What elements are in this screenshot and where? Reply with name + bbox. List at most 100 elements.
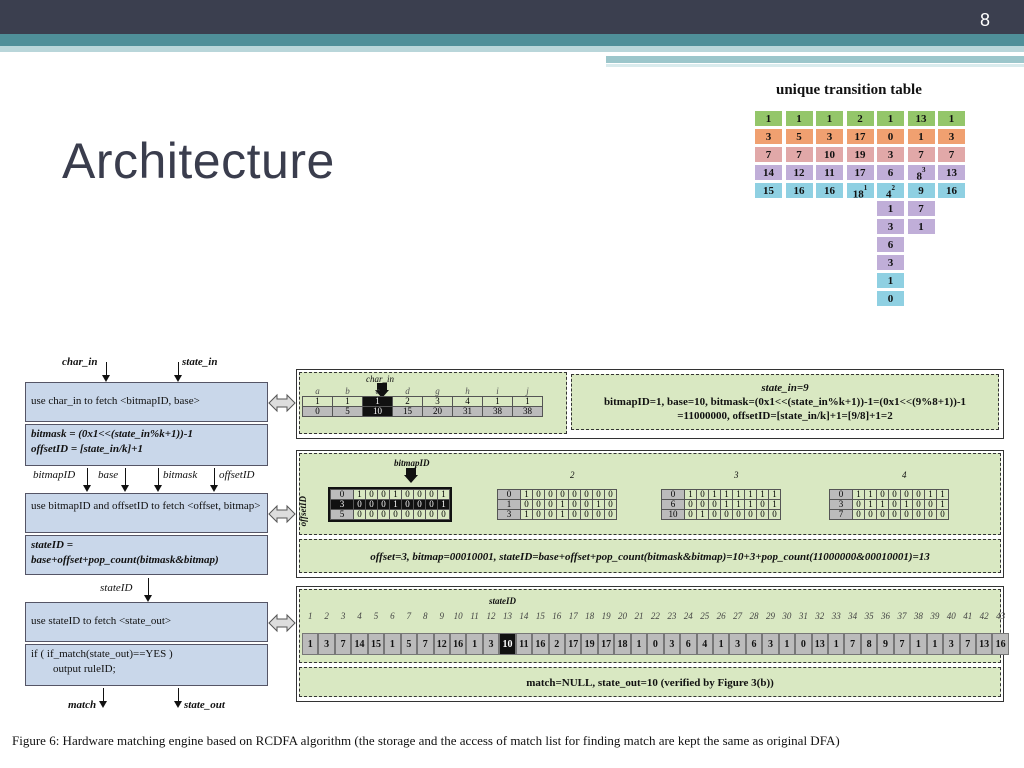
seq-cell: 7 — [959, 633, 976, 655]
top-bar: 8 — [0, 0, 1024, 34]
seq-cell: 7 — [417, 633, 434, 655]
seq-index: 10 — [453, 611, 463, 621]
bitmap-cell: 1 — [708, 489, 721, 500]
utt-cell: 1 — [906, 218, 936, 235]
offset-cell: 0 — [829, 489, 853, 500]
seq-index: 34 — [848, 611, 858, 621]
offset-cell: 0 — [330, 489, 354, 500]
panel3-eq-box: match=NULL, state_out=10 (verified by Fi… — [299, 667, 1001, 697]
seq-index: 28 — [749, 611, 759, 621]
panel2-eq: offset=3, bitmap=00010001, stateID=base+… — [370, 551, 930, 563]
arrow-match — [99, 688, 107, 708]
char-table-cell: b — [345, 386, 350, 396]
bitmap-cell: 0 — [413, 489, 426, 500]
char-table-cell: 20 — [422, 406, 453, 417]
utt-cell: 1 — [937, 110, 966, 127]
utt-cell: 10 — [815, 146, 844, 163]
bitmap-cell: 0 — [912, 499, 925, 510]
bitmap-cell: 0 — [684, 509, 697, 520]
bitmap-cell: 1 — [864, 499, 877, 510]
seq-index: 5 — [373, 611, 379, 621]
bitmap-cell: 0 — [425, 489, 438, 500]
bitmap-cell: 1 — [852, 489, 865, 500]
seq-index: 39 — [930, 611, 940, 621]
utt-cell: 7 — [784, 146, 814, 163]
bitmap-cell: 0 — [924, 509, 937, 520]
bitmap-cell: 0 — [532, 499, 545, 510]
offset-cell: 5 — [330, 509, 354, 520]
utt-cell: 9 — [906, 182, 936, 199]
utt-cell: 16 — [937, 182, 966, 199]
bitmap-cell: 0 — [912, 509, 925, 520]
char-table-cell: d — [405, 386, 410, 396]
bitmap-cell: 0 — [556, 489, 569, 500]
seq-cell: 17 — [565, 633, 582, 655]
bitmap-cell: 0 — [437, 509, 450, 520]
bitmap-cell: 0 — [377, 509, 390, 520]
utt-cell: 12 — [784, 164, 814, 181]
utt-cell: 0 — [876, 290, 905, 307]
seq-cell: 3 — [663, 633, 681, 655]
seq-cell: 1 — [630, 633, 648, 655]
bitmap-cell: 0 — [888, 499, 901, 510]
arrow-stateid — [144, 578, 152, 602]
double-arrow-3 — [268, 613, 296, 633]
char-table-cell: g — [435, 386, 440, 396]
seq-cell: 1 — [466, 633, 483, 655]
utt-cell: 1 — [784, 110, 814, 127]
seq-index: 21 — [634, 611, 644, 621]
bitmap-cell: 0 — [708, 509, 721, 520]
accent-band-light — [0, 46, 1024, 52]
offset-table-header: 4 — [902, 470, 907, 480]
bitmap-cell: 0 — [377, 499, 390, 510]
seq-index: 37 — [897, 611, 907, 621]
stateid-box: stateID = base+offset+pop_count(bitmask&… — [25, 535, 268, 575]
bitmap-cell: 0 — [520, 499, 533, 510]
utt-cell: 42 — [876, 182, 905, 201]
utt-title: unique transition table — [776, 82, 922, 98]
panel-bitmap-table: state_in=9 bitmapID=1, base=10, bitmask=… — [296, 369, 1004, 439]
offset-table-header: 2 — [570, 470, 575, 480]
char-table-cell: 38 — [512, 406, 543, 417]
arrow-mid-3 — [154, 468, 162, 492]
bitmap-cell: 0 — [592, 509, 605, 520]
bitmap-cell: 0 — [580, 509, 593, 520]
bitmap-cell: 0 — [544, 509, 557, 520]
seq-cell: 16 — [992, 633, 1009, 655]
char-table-cell: i — [496, 386, 499, 396]
seq-index: 4 — [357, 611, 362, 621]
fetch-offset-box: use bitmapID and offsetID to fetch <offs… — [25, 493, 268, 533]
utt-cell: 3 — [815, 128, 844, 145]
arrow-mid-1 — [83, 468, 91, 492]
panel1-pointer — [375, 383, 389, 398]
bitmap-cell: 0 — [568, 489, 581, 500]
match-check-box: if ( if_match(state_out)==YES ) output r… — [25, 644, 268, 686]
seq-cell: 4 — [696, 633, 713, 655]
seq-index: 41 — [963, 611, 973, 621]
bitmap-cell: 0 — [888, 489, 901, 500]
bitmap-cell: 0 — [544, 499, 557, 510]
bitmap-cell: 0 — [768, 509, 781, 520]
bitmap-cell: 1 — [768, 499, 781, 510]
seq-index: 38 — [913, 611, 923, 621]
bitmap-cell: 0 — [353, 509, 366, 520]
utt-cell: 3 — [876, 254, 905, 271]
seq-index: 12 — [486, 611, 496, 621]
utt-cell: 3 — [876, 218, 905, 235]
bitmap-cell: 0 — [401, 509, 414, 520]
bitmap-cell: 1 — [720, 499, 733, 510]
char-table-cell: 5 — [332, 406, 363, 417]
seq-cell: 3 — [729, 633, 746, 655]
bitmap-cell: 1 — [756, 489, 769, 500]
bitmap-cell: 1 — [437, 499, 450, 510]
seq-cell: 3 — [943, 633, 960, 655]
seq-cell: 7 — [844, 633, 861, 655]
fetch-stateout-box: use stateID to fetch <state_out> — [25, 602, 268, 642]
bitmap-cell: 0 — [413, 509, 426, 520]
bitmap-cell: 0 — [604, 499, 617, 510]
bitmap-cell: 1 — [720, 489, 733, 500]
seq-index: 14 — [519, 611, 529, 621]
accent-band-right — [606, 56, 1024, 63]
offset-table-header: 3 — [734, 470, 739, 480]
